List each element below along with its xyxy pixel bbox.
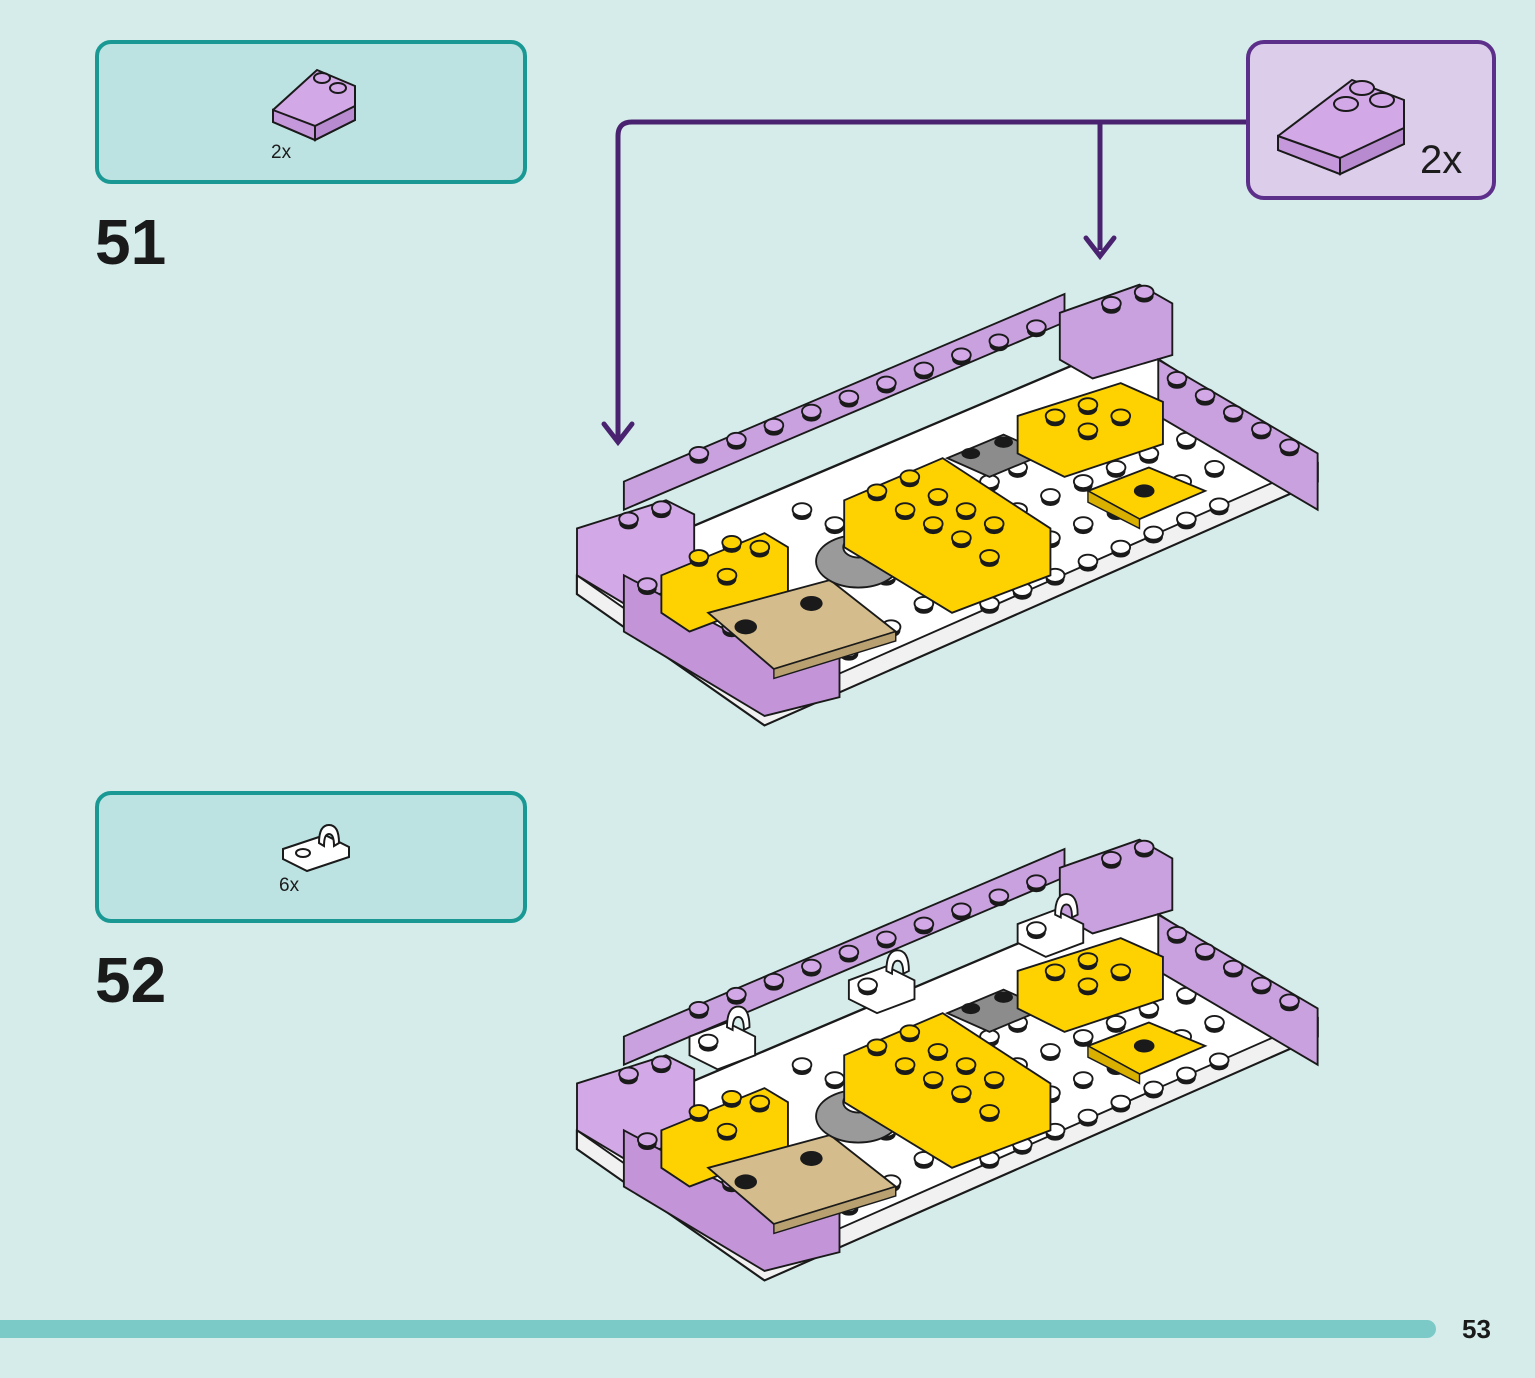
- slope-brick-lavender-icon: [272, 68, 356, 142]
- model-step-52: [552, 835, 1352, 1285]
- parts-list-step-51: 2x: [95, 40, 527, 184]
- slope-brick-lavender-icon: [1277, 78, 1405, 176]
- parts-list-step-52: 6x: [95, 791, 527, 923]
- plate-with-clip-white-icon: [282, 823, 350, 873]
- callout-sub-assembly: 2x: [1246, 40, 1496, 200]
- part-quantity: 2x: [271, 142, 292, 163]
- page-number: 53: [1462, 1314, 1491, 1344]
- callout-quantity: 2x: [1420, 138, 1463, 182]
- clip-plate-right: [1018, 894, 1084, 957]
- footer-bar: [0, 1320, 1436, 1338]
- part-quantity: 6x: [279, 875, 300, 896]
- model-step-51: [552, 280, 1352, 730]
- callout-arrows: [601, 119, 1246, 447]
- step-number: 52: [95, 944, 167, 1016]
- step-number: 51: [95, 206, 167, 278]
